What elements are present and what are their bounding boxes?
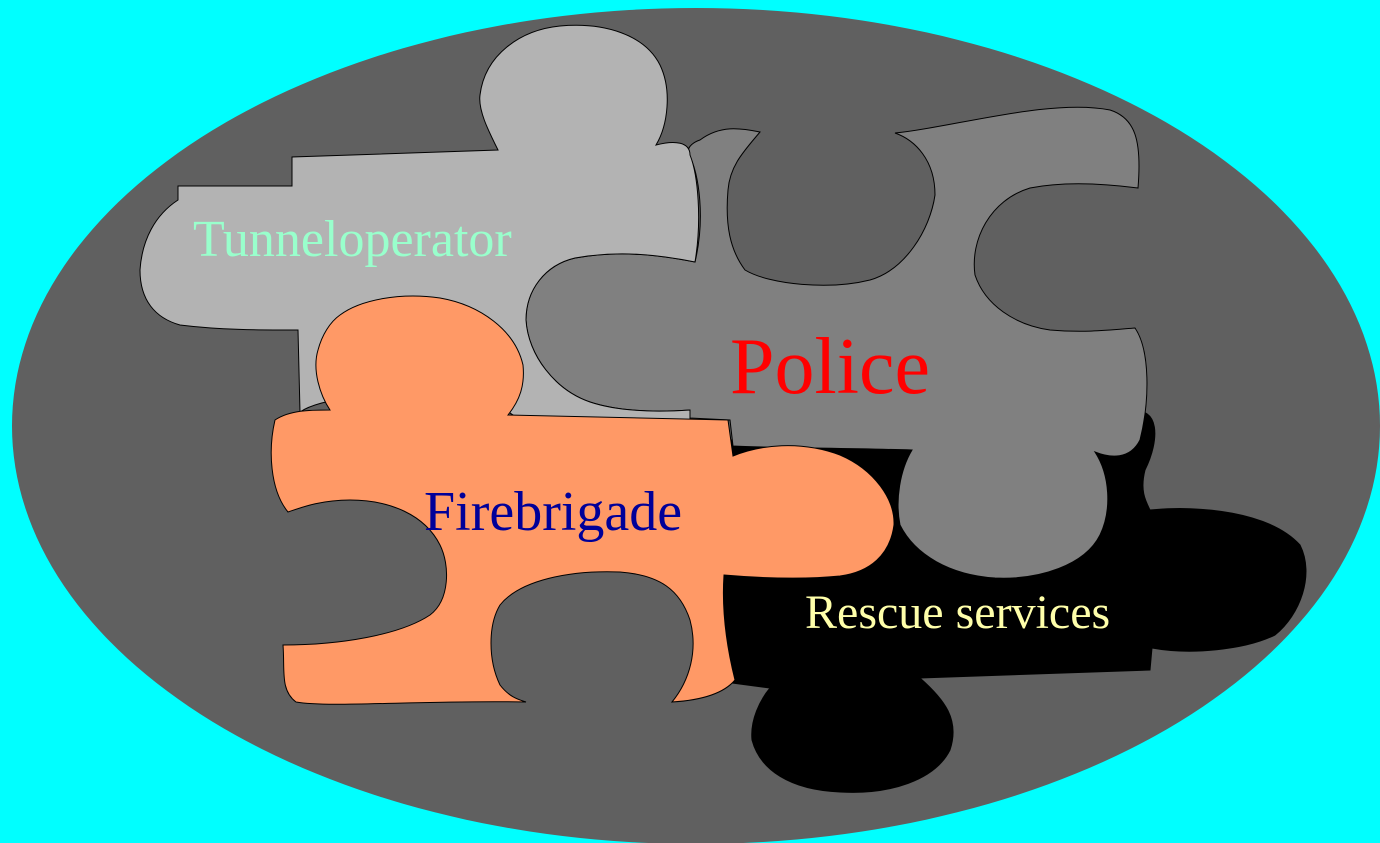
- firebrigade-label: Firebrigade: [424, 481, 682, 543]
- police-label: Police: [730, 323, 930, 411]
- rescue-services-label: Rescue services: [805, 586, 1110, 639]
- tunneloperator-label: Tunneloperator: [193, 211, 512, 268]
